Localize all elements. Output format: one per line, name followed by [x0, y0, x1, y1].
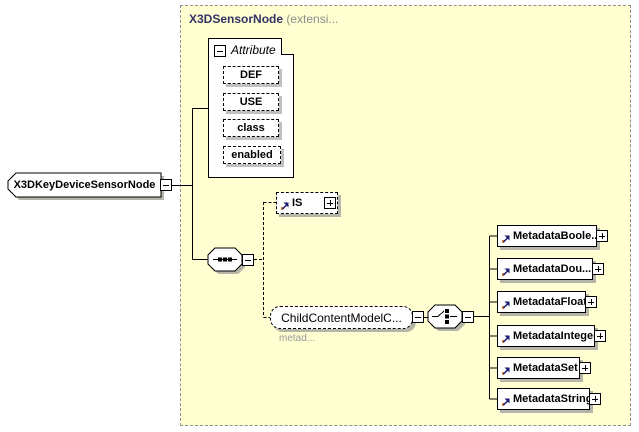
- attribute-class-label: class: [237, 122, 265, 134]
- child-content-model-group[interactable]: ChildContentModelC...: [270, 306, 413, 329]
- expand-icon[interactable]: [589, 393, 601, 405]
- attribute-group-label: Attribute: [231, 43, 276, 57]
- sequence-icon: [207, 247, 245, 274]
- expand-icon[interactable]: [579, 362, 591, 374]
- element-metadata-boolean[interactable]: MetadataBoole...: [497, 225, 608, 247]
- expand-icon[interactable]: [596, 230, 608, 242]
- attribute-use-label: USE: [239, 96, 263, 108]
- attribute-group: Attribute DEF USE class enabled: [208, 38, 294, 178]
- element-label: MetadataString: [513, 393, 593, 405]
- element-metadata-string[interactable]: MetadataString: [497, 388, 601, 410]
- attribute-enabled[interactable]: enabled: [223, 146, 281, 164]
- is-element-label: IS: [292, 197, 303, 209]
- element-label: MetadataDou...: [513, 263, 592, 275]
- region-title-suffix: (extensi...: [286, 12, 339, 26]
- collapse-icon[interactable]: [214, 45, 226, 57]
- attribute-class[interactable]: class: [223, 119, 279, 137]
- root-node[interactable]: X3DKeyDeviceSensorNode: [8, 173, 161, 197]
- element-label: MetadataBoole...: [513, 230, 601, 242]
- element-label: MetadataSet: [513, 362, 578, 374]
- expand-icon[interactable]: [592, 263, 604, 275]
- root-node-label: X3DKeyDeviceSensorNode: [13, 179, 156, 191]
- attribute-enabled-label: enabled: [231, 149, 273, 161]
- element-label: MetadataFloat: [513, 296, 587, 308]
- collapse-icon[interactable]: [160, 179, 172, 191]
- element-metadata-float[interactable]: MetadataFloat: [497, 291, 597, 313]
- root-node-shape: [7, 172, 164, 200]
- region-title-name: X3DSensorNode: [189, 12, 284, 26]
- element-ref-arrow-icon: [281, 202, 289, 210]
- element-ref-arrow-icon: [502, 235, 510, 243]
- region-title: X3DSensorNode (extensi...: [189, 12, 338, 26]
- element-metadata-integer[interactable]: MetadataInteger: [497, 325, 606, 347]
- element-metadata-set[interactable]: MetadataSet: [497, 357, 591, 379]
- collapse-icon[interactable]: [462, 311, 474, 323]
- element-ref-arrow-icon: [502, 301, 510, 309]
- expand-icon[interactable]: [585, 296, 597, 308]
- element-ref-arrow-icon: [502, 367, 510, 375]
- attribute-def[interactable]: DEF: [223, 66, 279, 84]
- child-content-model-annotation: metad...: [279, 333, 316, 344]
- collapse-icon[interactable]: [242, 254, 254, 266]
- attribute-use[interactable]: USE: [223, 93, 279, 111]
- collapse-icon[interactable]: [412, 311, 424, 323]
- attribute-def-label: DEF: [240, 69, 262, 81]
- element-ref-arrow-icon: [502, 268, 510, 276]
- element-ref-arrow-icon: [502, 398, 510, 406]
- element-ref-arrow-icon: [502, 335, 510, 343]
- attribute-group-notch: [281, 38, 294, 55]
- element-metadata-double[interactable]: MetadataDou...: [497, 258, 604, 280]
- child-content-model-label: ChildContentModelC...: [281, 310, 402, 325]
- element-label: MetadataInteger: [513, 330, 598, 342]
- expand-icon[interactable]: [324, 197, 336, 209]
- is-element[interactable]: IS: [276, 192, 338, 214]
- expand-icon[interactable]: [594, 330, 606, 342]
- choice-icon: [427, 304, 465, 331]
